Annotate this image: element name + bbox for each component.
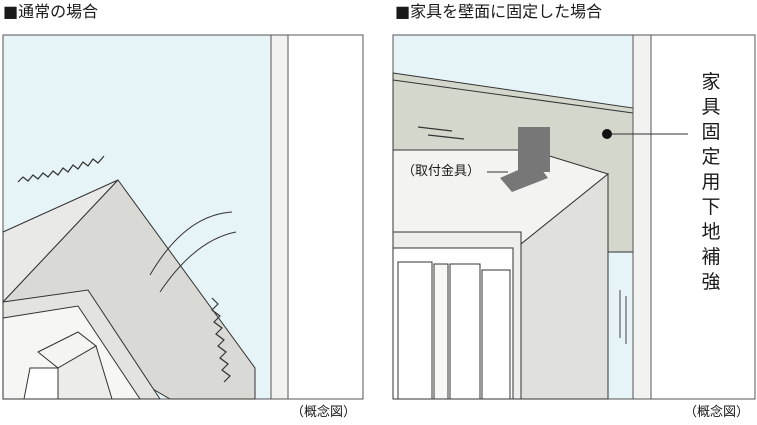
shake-mark-top xyxy=(17,155,105,183)
right-side-wall xyxy=(650,34,756,400)
reinforcement-char: 強 xyxy=(701,271,720,293)
board-mark-2 xyxy=(427,134,465,140)
reinforcement-callout-dot xyxy=(602,129,612,139)
reinforcement-char: 定 xyxy=(701,146,720,168)
right-scene: （取付金具） 家 具 固 定 用 下 地 補 強 xyxy=(392,34,756,400)
right-panel-heading: ■家具を壁面に固定した場合 xyxy=(395,2,603,21)
left-scene xyxy=(2,34,364,400)
reinforcement-char: 地 xyxy=(701,221,720,243)
cabinet-side xyxy=(2,179,256,400)
book-3 xyxy=(449,263,481,400)
book-2 xyxy=(433,263,449,400)
reinforcement-callout-label: 家 具 固 定 用 下 地 補 強 xyxy=(701,71,720,293)
fitting-callout-label: （取付金具） xyxy=(402,163,480,179)
falling-book-front xyxy=(23,367,59,400)
shake-mark-bottom xyxy=(211,297,231,383)
right-panel-note: （概念図） xyxy=(684,405,750,420)
fitting-bracket-foot xyxy=(500,162,548,192)
falling-cabinet xyxy=(2,179,256,400)
board-mark-1 xyxy=(417,126,453,132)
left-panel-heading: ■通常の場合 xyxy=(3,2,99,21)
reinforcement-char: 補 xyxy=(701,246,720,268)
motion-arc-outer xyxy=(149,211,233,276)
reinforcement-char: 具 xyxy=(701,96,720,118)
reinforcement-char: 用 xyxy=(701,171,720,193)
reinforcement-char: 固 xyxy=(701,121,720,143)
reinforcement-char: 家 xyxy=(701,71,720,93)
falling-book-side xyxy=(57,345,113,400)
reinforcement-char: 下 xyxy=(701,196,720,218)
fitting-bracket-plate xyxy=(518,127,550,172)
left-column xyxy=(270,34,289,400)
book-4 xyxy=(481,269,511,400)
motion-arc-inner xyxy=(159,231,237,293)
book-1 xyxy=(397,261,433,400)
board-edge xyxy=(392,79,634,114)
right-column xyxy=(632,34,652,400)
left-side-wall xyxy=(287,34,364,400)
left-panel-note: （概念図） xyxy=(291,405,357,420)
fixed-cabinet xyxy=(392,149,610,400)
